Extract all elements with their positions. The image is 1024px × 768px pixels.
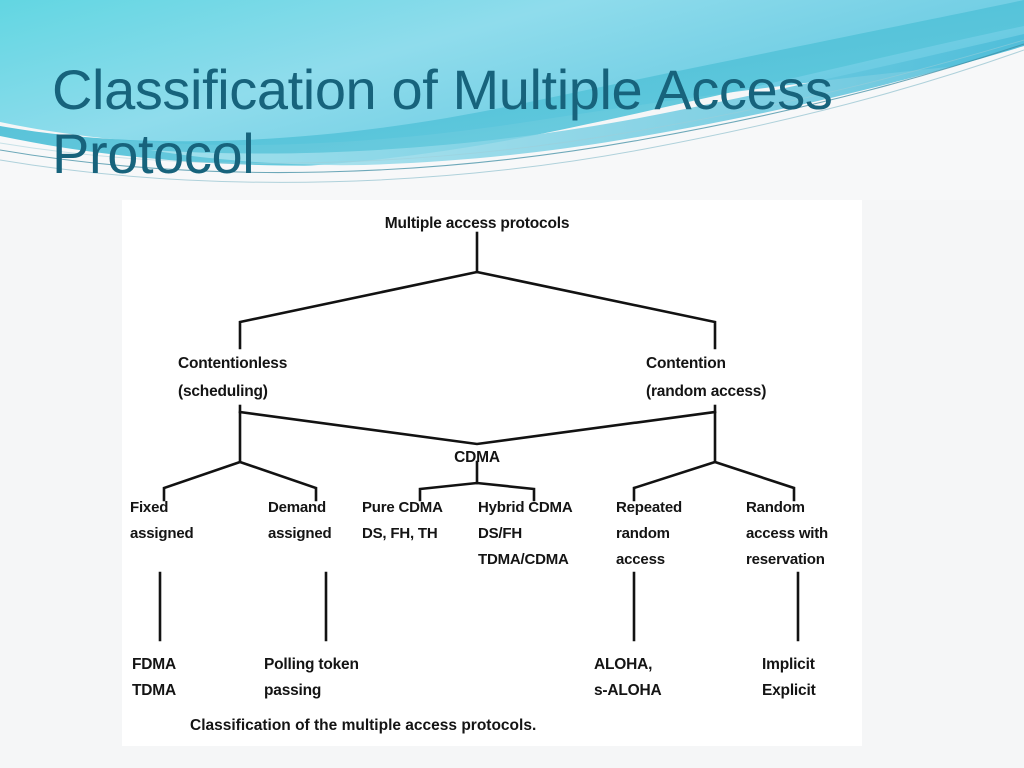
edge-cdma-fork — [418, 481, 536, 502]
node-demand-line2: assigned — [268, 525, 331, 542]
node-polling-line2: passing — [264, 682, 321, 699]
node-polling-line1: Polling token — [264, 656, 359, 673]
node-fdma-line1: FDMA — [132, 656, 176, 673]
node-pure-cdma-line2: DS, FH, TH — [362, 525, 438, 542]
edge-contention-fork — [632, 460, 796, 502]
diagram-image: Multiple access protocols Contentionless… — [122, 200, 862, 746]
node-contentionless-line1: Contentionless — [178, 355, 287, 372]
node-random-access-line1: Random — [746, 499, 805, 516]
node-hybrid-cdma-line3: TDMA/CDMA — [478, 551, 569, 568]
edge-root-to-contention — [475, 270, 717, 350]
node-repeated-line1: Repeated — [616, 499, 682, 516]
node-contention-line1: Contention — [646, 355, 726, 372]
node-repeated-line3: access — [616, 551, 665, 568]
node-demand-line1: Demand — [268, 499, 326, 516]
edge-contentionless-fork — [162, 460, 318, 502]
node-repeated-line2: random — [616, 525, 670, 542]
node-random-access-line3: reservation — [746, 551, 825, 568]
node-implicit-line1: Implicit — [762, 656, 815, 673]
node-aloha-line2: s-ALOHA — [594, 682, 662, 699]
node-pure-cdma-line1: Pure CDMA — [362, 499, 443, 516]
node-cdma-label: CDMA — [454, 449, 500, 466]
node-hybrid-cdma-line1: Hybrid CDMA — [478, 499, 573, 516]
diagram-background — [122, 200, 862, 746]
page-title: Classification of Multiple Access Protoc… — [52, 58, 833, 185]
node-hybrid-cdma-line2: DS/FH — [478, 525, 522, 542]
node-contention-line2: (random access) — [646, 383, 766, 400]
node-root-label: Multiple access protocols — [385, 215, 570, 232]
node-contentionless-line2: (scheduling) — [178, 383, 268, 400]
node-fixed-line1: Fixed — [130, 499, 168, 516]
node-fdma-line2: TDMA — [132, 682, 176, 699]
node-implicit-line2: Explicit — [762, 682, 816, 699]
diagram-caption: Classification of the multiple access pr… — [190, 717, 536, 734]
edge-cdma-bridge — [238, 410, 717, 446]
node-random-access-line2: access with — [746, 525, 828, 542]
node-fixed-line2: assigned — [130, 525, 193, 542]
classification-tree: Multiple access protocols Contentionless… — [122, 200, 862, 746]
node-aloha-line1: ALOHA, — [594, 656, 652, 673]
edge-root-to-contentionless — [238, 270, 479, 350]
